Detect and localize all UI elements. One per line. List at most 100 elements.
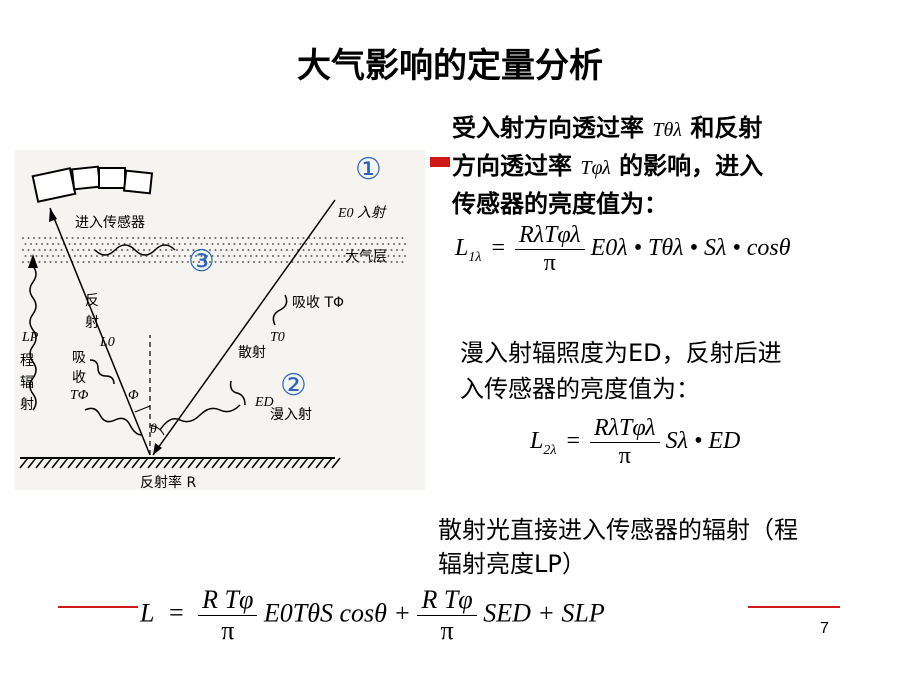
atmosphere-dot bbox=[255, 243, 258, 245]
atmosphere-dot bbox=[132, 237, 134, 239]
atmosphere-dot bbox=[310, 243, 313, 245]
atmosphere-dot bbox=[159, 237, 162, 239]
atmosphere-dot bbox=[404, 255, 406, 257]
atmosphere-dot bbox=[272, 255, 274, 257]
atmosphere-dot bbox=[126, 261, 129, 263]
atmosphere-dot bbox=[49, 261, 52, 263]
ground-hatch-line bbox=[67, 457, 77, 469]
atmosphere-dots bbox=[22, 237, 406, 263]
path-line1: 散射光直接进入传感器的辐射（程 bbox=[438, 516, 798, 544]
atmosphere-dot bbox=[148, 249, 151, 251]
atmosphere-dot bbox=[277, 243, 280, 245]
label-ground: 反射率 R bbox=[140, 475, 197, 491]
atmosphere-dot bbox=[203, 249, 206, 251]
atmosphere-dot bbox=[363, 237, 365, 239]
atmosphere-dot bbox=[176, 261, 178, 263]
atmosphere-dot bbox=[85, 255, 87, 257]
absorb-right-wave bbox=[272, 294, 288, 326]
ground-hatch-line bbox=[51, 457, 61, 469]
atmosphere-dot bbox=[110, 237, 112, 239]
atmosphere-dot bbox=[291, 249, 294, 251]
ground-hatch bbox=[19, 457, 341, 469]
atmosphere-dot bbox=[60, 261, 63, 263]
atmosphere-dot bbox=[167, 255, 170, 257]
label-absorb-left: 吸收 bbox=[72, 350, 86, 386]
atmosphere-dot bbox=[90, 243, 93, 245]
ground-hatch-line bbox=[299, 457, 309, 469]
diagram-background bbox=[15, 150, 425, 490]
atmosphere-dot bbox=[330, 237, 332, 239]
atmosphere-dot bbox=[159, 249, 162, 251]
atmosphere-dot bbox=[148, 261, 151, 263]
atmosphere-dot bbox=[38, 261, 41, 263]
atmosphere-dot bbox=[321, 243, 324, 245]
atmosphere-dot bbox=[225, 249, 228, 251]
atmosphere-dot bbox=[352, 249, 354, 251]
atmosphere-dot bbox=[195, 243, 197, 245]
atmosphere-dot bbox=[335, 237, 338, 239]
atmosphere-dot bbox=[112, 255, 115, 257]
atmosphere-dot bbox=[154, 237, 156, 239]
atmosphere-dot bbox=[99, 237, 101, 239]
atmosphere-dot bbox=[140, 255, 142, 257]
atmosphere-dot bbox=[354, 243, 357, 245]
atmosphere-dot bbox=[121, 261, 123, 263]
label-absorb-right: 吸收 TΦ bbox=[292, 295, 345, 311]
atmosphere-dot bbox=[294, 243, 296, 245]
scatter-to-sensor-wave bbox=[94, 244, 176, 256]
atmosphere-dot bbox=[68, 243, 71, 245]
atmosphere-dot bbox=[79, 255, 82, 257]
formula2-den: π bbox=[589, 442, 660, 470]
atmosphere-dot bbox=[165, 249, 167, 251]
atmosphere-dot bbox=[22, 261, 24, 263]
ground-hatch-line bbox=[75, 457, 85, 469]
atmosphere-dot bbox=[264, 237, 266, 239]
atmosphere-dot bbox=[338, 255, 340, 257]
phi-arc bbox=[134, 405, 151, 413]
atmosphere-dot bbox=[82, 261, 85, 263]
ground-hatch-line bbox=[195, 457, 205, 469]
label-lp: LP bbox=[22, 330, 39, 345]
atmosphere-dot bbox=[129, 255, 131, 257]
atmosphere-dot bbox=[286, 249, 288, 251]
ground-hatch-line bbox=[259, 457, 269, 469]
atmosphere-dot bbox=[214, 237, 217, 239]
atmosphere-dot bbox=[181, 249, 184, 251]
atmosphere-dot bbox=[371, 243, 373, 245]
atmosphere-dot bbox=[178, 243, 181, 245]
formula1-den: π bbox=[514, 249, 585, 277]
atmosphere-dot bbox=[27, 261, 30, 263]
label-path-radiance: 程辐射 bbox=[20, 353, 34, 413]
atmosphere-dot bbox=[46, 243, 49, 245]
atmosphere-dot bbox=[374, 249, 376, 251]
ground-hatch-line bbox=[171, 457, 181, 469]
atmosphere-dot bbox=[99, 249, 101, 251]
atmosphere-dot bbox=[258, 237, 261, 239]
atmosphere-dot bbox=[198, 237, 200, 239]
atmosphere-dot bbox=[198, 249, 200, 251]
atmosphere-dot bbox=[35, 243, 38, 245]
formula3-den1: π bbox=[198, 615, 258, 646]
absorb-left-wave bbox=[89, 359, 115, 385]
ground-hatch-line bbox=[35, 457, 45, 469]
atmosphere-dot bbox=[376, 243, 379, 245]
atmosphere-dot bbox=[244, 255, 247, 257]
atmosphere-dot bbox=[299, 243, 302, 245]
atmosphere-dot bbox=[401, 237, 404, 239]
atmosphere-dot bbox=[231, 261, 233, 263]
ground-hatch-line bbox=[179, 457, 189, 469]
atmosphere-dot bbox=[156, 243, 159, 245]
atmosphere-dot bbox=[143, 261, 145, 263]
atmosphere-dot bbox=[269, 237, 272, 239]
ground-hatch-line bbox=[307, 457, 317, 469]
ground-hatch-line bbox=[323, 457, 333, 469]
atmosphere-dot bbox=[137, 237, 140, 239]
page-number: 7 bbox=[820, 620, 829, 637]
ground-hatch-line bbox=[315, 457, 325, 469]
formula3-lhs: L bbox=[140, 598, 155, 628]
atmosphere-dot bbox=[319, 249, 321, 251]
atmosphere-dot bbox=[187, 237, 189, 239]
atmosphere-dot bbox=[200, 255, 203, 257]
ground-hatch-line bbox=[107, 457, 117, 469]
